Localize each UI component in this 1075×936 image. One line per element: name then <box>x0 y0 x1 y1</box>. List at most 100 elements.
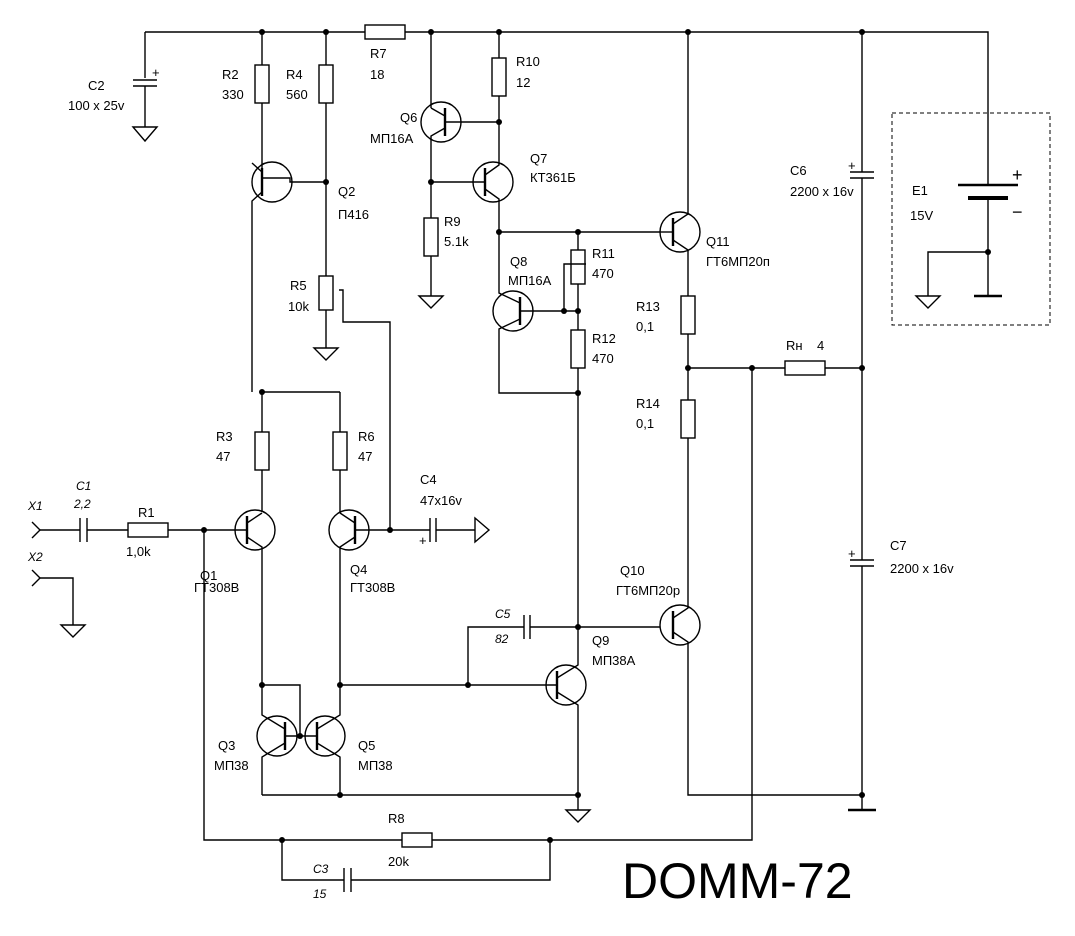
battery-minus-label: − <box>1012 202 1023 222</box>
r5-value: 10k <box>288 299 309 314</box>
q10-name: Q10 <box>620 563 645 578</box>
resistor-r6 <box>332 392 348 512</box>
r13-name: R13 <box>636 299 660 314</box>
potentiometer-r5 <box>312 275 391 530</box>
battery-e1 <box>891 112 1051 326</box>
resistor-r2 <box>254 32 270 163</box>
transistor-q11 <box>659 32 701 296</box>
transistor-q4 <box>328 509 430 685</box>
c7-value: 2200 x 16v <box>890 561 954 576</box>
q6-value: МП16А <box>370 131 414 146</box>
rn-name: Rн <box>786 338 803 353</box>
q8-name: Q8 <box>510 254 527 269</box>
feedback-network <box>203 368 753 892</box>
battery-plus-label: + <box>1012 165 1023 185</box>
r8-name: R8 <box>388 811 405 826</box>
r6-value: 47 <box>358 449 372 464</box>
transistor-q9 <box>340 625 592 823</box>
e1-value: 15V <box>910 208 933 223</box>
r7-value: 18 <box>370 67 384 82</box>
r12-name: R12 <box>592 331 616 346</box>
capacitor-c4: + <box>419 516 491 548</box>
q4-name: Q4 <box>350 562 367 577</box>
r1-name: R1 <box>138 505 155 520</box>
r11-value: 470 <box>592 266 614 281</box>
r12-value: 470 <box>592 351 614 366</box>
q10-value: ГТ6МП20р <box>616 583 680 598</box>
r3-value: 47 <box>216 449 230 464</box>
q9-value: МП38А <box>592 653 636 668</box>
c7-name: C7 <box>890 538 907 553</box>
c5-value: 82 <box>495 632 509 646</box>
r4-name: R4 <box>286 67 303 82</box>
resistor-r3 <box>254 392 270 512</box>
resistor-r10 <box>491 32 507 125</box>
r2-value: 330 <box>222 87 244 102</box>
c6-name: C6 <box>790 163 807 178</box>
resistor-r4 <box>318 32 334 276</box>
r8-value: 20k <box>388 854 409 869</box>
r2-name: R2 <box>222 67 239 82</box>
q7-value: КТ361Б <box>530 170 576 185</box>
e1-name: E1 <box>912 183 928 198</box>
c5-name: C5 <box>495 607 511 621</box>
current-mirror <box>256 684 578 796</box>
r11-name: R11 <box>592 246 615 261</box>
x2-label: X2 <box>27 550 43 564</box>
capacitor-c5 <box>467 615 660 685</box>
capacitor-c7: + <box>848 546 876 812</box>
q9-name: Q9 <box>592 633 609 648</box>
q2-name: Q2 <box>338 184 355 199</box>
r13-value: 0,1 <box>636 319 654 334</box>
transistor-q2 <box>251 161 326 392</box>
r9-name: R9 <box>444 214 461 229</box>
transistor-q7 <box>431 125 514 232</box>
c1-value: 2,2 <box>73 497 91 511</box>
svg-text:+: + <box>152 65 160 80</box>
r1-value: 1,0k <box>126 544 151 559</box>
resistor-rn <box>688 360 862 376</box>
r14-value: 0,1 <box>636 416 654 431</box>
capacitor-c6: + <box>848 32 874 560</box>
q2-value: П416 <box>338 207 369 222</box>
resistor-r12 <box>570 329 586 625</box>
c4-name: C4 <box>420 472 437 487</box>
q3-name: Q3 <box>218 738 235 753</box>
q1-value: ГТ308В <box>194 580 239 595</box>
c6-value: 2200 x 16v <box>790 184 854 199</box>
q11-name: Q11 <box>706 234 730 249</box>
r3-name: R3 <box>216 429 233 444</box>
q5-value: МП38 <box>358 758 393 773</box>
transistor-q6 <box>420 32 499 182</box>
r4-value: 560 <box>286 87 308 102</box>
q6-name: Q6 <box>400 110 417 125</box>
svg-text:+: + <box>848 158 856 173</box>
q4-value: ГТ308В <box>350 580 395 595</box>
q8-value: МП16А <box>508 273 552 288</box>
c2-name: C2 <box>88 78 105 93</box>
resistor-r14 <box>680 399 696 602</box>
capacitor-c2: + <box>131 65 160 143</box>
x1-label: X1 <box>27 499 43 513</box>
r5-name: R5 <box>290 278 307 293</box>
q7-name: Q7 <box>530 151 547 166</box>
svg-text:+: + <box>848 546 856 561</box>
c3-value: 15 <box>313 887 327 901</box>
resistor-r13 <box>680 295 696 400</box>
r6-name: R6 <box>358 429 375 444</box>
r7-name: R7 <box>370 46 387 61</box>
q11-value: ГТ6МП20п <box>706 254 770 269</box>
transistor-q10 <box>659 602 862 796</box>
transistor-q1 <box>234 509 276 685</box>
resistor-r9 <box>417 182 445 309</box>
resistor-r7 <box>364 24 406 40</box>
c1-name: C1 <box>76 479 91 493</box>
q5-name: Q5 <box>358 738 375 753</box>
junction-dots <box>201 29 991 843</box>
input-section <box>31 518 247 638</box>
rn-value: 4 <box>817 338 824 353</box>
schematic-title: DOMM-72 <box>622 853 853 909</box>
c4-value: 47x16v <box>420 493 462 508</box>
r10-value: 12 <box>516 75 530 90</box>
